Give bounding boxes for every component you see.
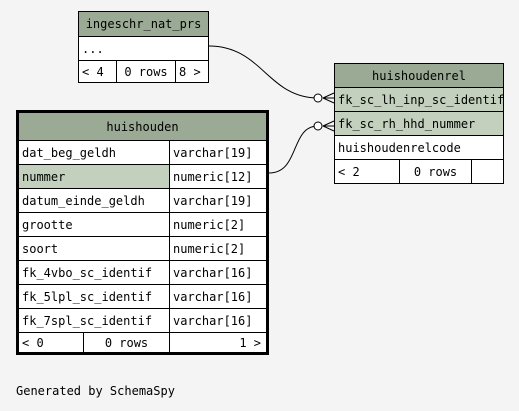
column-name: huishoudenrelcode <box>338 140 461 155</box>
column-name: fk_4vbo_sc_identif <box>22 265 153 280</box>
edge-ingeschr-to-huishoudenrel <box>208 45 319 99</box>
table-row[interactable]: soort numeric[2] <box>19 236 266 260</box>
table-footer: < 4 0 rows 8 > <box>79 60 208 82</box>
table-header[interactable]: ingeschr_nat_prs <box>79 12 208 36</box>
table-title: huishouden <box>106 119 179 134</box>
parents-count[interactable]: < 4 <box>82 64 104 79</box>
column-type: numeric[2] <box>169 237 266 260</box>
generated-by-text: Generated by SchemaSpy <box>16 384 175 398</box>
table-title: ingeschr_nat_prs <box>85 17 202 31</box>
column-name: fk_sc_lh_inp_sc_identif <box>338 92 503 107</box>
table-header[interactable]: huishouden <box>19 113 266 140</box>
edge-end-circle <box>313 93 323 103</box>
edge-huishouden-to-huishoudenrel <box>268 125 319 174</box>
crowfoot-icon <box>322 120 335 132</box>
parents-count[interactable]: < 0 <box>22 335 44 350</box>
column-type: numeric[2] <box>169 213 266 236</box>
table-footer: < 2 0 rows <box>335 159 503 183</box>
column-name: soort <box>22 241 59 256</box>
column-name: fk_7spl_sc_identif <box>22 313 153 328</box>
table-ingeschr-nat-prs[interactable]: ingeschr_nat_prs ... < 4 0 rows 8 > <box>78 11 209 83</box>
table-row[interactable]: fk_4vbo_sc_identif varchar[16] <box>19 260 266 284</box>
table-row[interactable]: nummer numeric[12] <box>19 164 266 188</box>
column-type: varchar[16] <box>169 285 266 308</box>
table-footer: < 0 0 rows 1 > <box>19 332 266 352</box>
children-count[interactable] <box>471 160 503 183</box>
table-header[interactable]: huishoudenrel <box>335 64 503 87</box>
table-huishoudenrel[interactable]: huishoudenrel fk_sc_lh_inp_sc_identif fk… <box>334 63 504 184</box>
children-count[interactable]: 8 > <box>175 61 208 82</box>
table-title: huishoudenrel <box>372 68 466 83</box>
column-name: fk_sc_rh_hhd_nummer <box>338 116 476 131</box>
table-huishouden[interactable]: huishouden dat_beg_geldh varchar[19] num… <box>16 110 269 355</box>
column-type: varchar[19] <box>169 141 266 164</box>
table-row[interactable]: fk_7spl_sc_identif varchar[16] <box>19 308 266 332</box>
table-row[interactable]: dat_beg_geldh varchar[19] <box>19 140 266 164</box>
table-row[interactable]: huishoudenrelcode <box>335 135 503 159</box>
edge-end-circle <box>313 121 323 131</box>
table-row[interactable]: fk_sc_rh_hhd_nummer <box>335 111 503 135</box>
column-type: varchar[16] <box>169 261 266 284</box>
table-row[interactable]: datum_einde_geldh varchar[19] <box>19 188 266 212</box>
table-row[interactable]: fk_5lpl_sc_identif varchar[16] <box>19 284 266 308</box>
column-type: varchar[16] <box>169 309 266 332</box>
column-name: datum_einde_geldh <box>22 193 145 208</box>
rows-count: 0 rows <box>116 61 175 82</box>
table-row[interactable]: fk_sc_lh_inp_sc_identif <box>335 87 503 111</box>
column-name: fk_5lpl_sc_identif <box>22 289 153 304</box>
table-row[interactable]: grootte numeric[2] <box>19 212 266 236</box>
crowfoot-icon <box>322 92 335 104</box>
table-row: ... <box>79 36 208 60</box>
column-name: nummer <box>19 165 169 188</box>
ellipsis-text: ... <box>82 41 104 56</box>
rows-count: 0 rows <box>83 333 169 352</box>
column-type: varchar[19] <box>169 189 266 212</box>
rows-count: 0 rows <box>399 160 471 183</box>
parents-count[interactable]: < 2 <box>338 164 360 179</box>
column-name: dat_beg_geldh <box>22 145 116 160</box>
column-name: grootte <box>22 217 73 232</box>
column-type: numeric[12] <box>169 165 266 188</box>
children-count[interactable]: 1 > <box>169 333 266 352</box>
